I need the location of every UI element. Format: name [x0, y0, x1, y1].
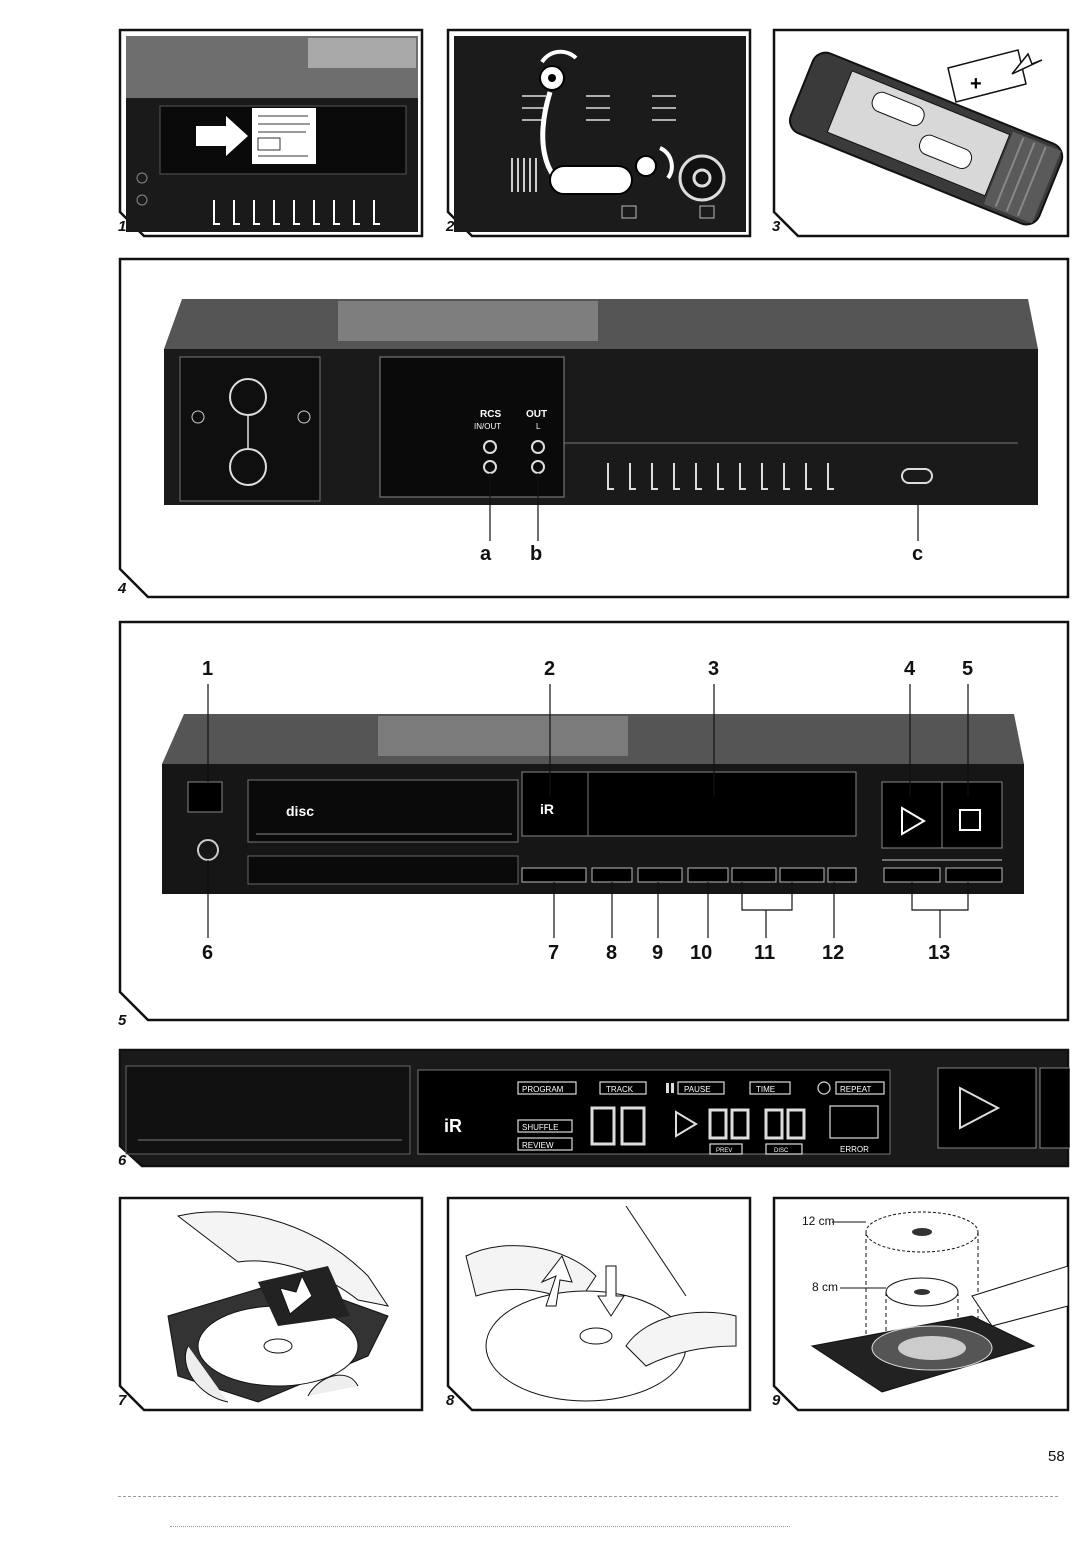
svg-text:iR: iR: [540, 801, 554, 817]
out-label: OUT: [526, 409, 547, 420]
figure-number: 4: [118, 580, 127, 597]
figure-4-panel: RCS IN/OUT OUT L a b c: [118, 257, 1070, 599]
figure-7-illustration: [118, 1196, 424, 1412]
callout-5: 5: [962, 658, 974, 680]
callout-1: 1: [202, 658, 214, 680]
display-sub-right-label: DISC: [774, 1148, 789, 1154]
callout-b: b: [530, 543, 543, 565]
callout-3: 3: [708, 658, 720, 680]
figure-number: 3: [772, 218, 781, 235]
figure-2-illustration: [446, 28, 752, 238]
callout-c: c: [912, 543, 924, 565]
scan-artifact-line: [170, 1526, 790, 1527]
figure-5-panel: disc iR: [118, 620, 1070, 1022]
figure-9-illustration: [772, 1196, 1070, 1412]
figure-5-illustration: disc iR: [118, 620, 1070, 1022]
figure-8-illustration: [446, 1196, 752, 1412]
callout-a: a: [480, 543, 492, 565]
display-shuffle-label: SHUFFLE: [522, 1123, 558, 1132]
callout-9: 9: [652, 942, 664, 964]
callout-10: 10: [690, 942, 713, 964]
page-number: 58: [1048, 1448, 1065, 1465]
figure-4-illustration: RCS IN/OUT OUT L: [118, 257, 1070, 599]
display-time-label: TIME: [756, 1085, 775, 1094]
callout-6: 6: [202, 942, 214, 964]
figure-6-illustration: iR PROGRAM TRACK PAUSE TIME REPEAT: [118, 1048, 1070, 1168]
callout-12: 12: [822, 942, 845, 964]
rcs-sub-label: IN/OUT: [474, 422, 501, 431]
display-program-label: PROGRAM: [522, 1085, 564, 1094]
figure-number: 5: [118, 1012, 127, 1029]
size-8cm-label: 8 cm: [812, 1280, 839, 1294]
figure-3-panel: +: [772, 28, 1070, 238]
callout-4: 4: [904, 658, 916, 680]
figure-number: 6: [118, 1152, 127, 1169]
figure-2-panel: [446, 28, 752, 238]
size-12cm-label: 12 cm: [802, 1214, 835, 1228]
figure-number: 7: [118, 1392, 127, 1409]
scan-artifact-line: [118, 1496, 1058, 1497]
figure-6-panel: iR PROGRAM TRACK PAUSE TIME REPEAT: [118, 1048, 1070, 1168]
figure-3-illustration: +: [772, 28, 1070, 238]
figure-8-panel: [446, 1196, 752, 1412]
svg-text:+: +: [970, 73, 982, 95]
figure-1-panel: [118, 28, 424, 238]
display-sub-left-label: PREV: [716, 1148, 732, 1154]
display-review-label: REVIEW: [522, 1141, 554, 1150]
callout-8: 8: [606, 942, 618, 964]
display-pause-label: PAUSE: [684, 1085, 711, 1094]
svg-text:iR: iR: [444, 1116, 462, 1136]
out-sub-label: L: [536, 422, 541, 431]
callout-2: 2: [544, 658, 556, 680]
figure-number: 2: [446, 218, 455, 235]
display-repeat-label: REPEAT: [840, 1085, 872, 1094]
figure-7-panel: [118, 1196, 424, 1412]
display-track-label: TRACK: [606, 1085, 634, 1094]
callout-13: 13: [928, 942, 951, 964]
svg-text:disc: disc: [286, 803, 314, 819]
figure-number: 1: [118, 218, 127, 235]
figure-number: 8: [446, 1392, 455, 1409]
display-error-label: ERROR: [840, 1145, 869, 1154]
figure-number: 9: [772, 1392, 781, 1409]
rcs-label: RCS: [480, 409, 501, 420]
figure-1-illustration: [118, 28, 424, 238]
figure-9-panel: 12 cm 8 cm: [772, 1196, 1070, 1412]
callout-7: 7: [548, 942, 560, 964]
callout-11: 11: [754, 942, 776, 964]
